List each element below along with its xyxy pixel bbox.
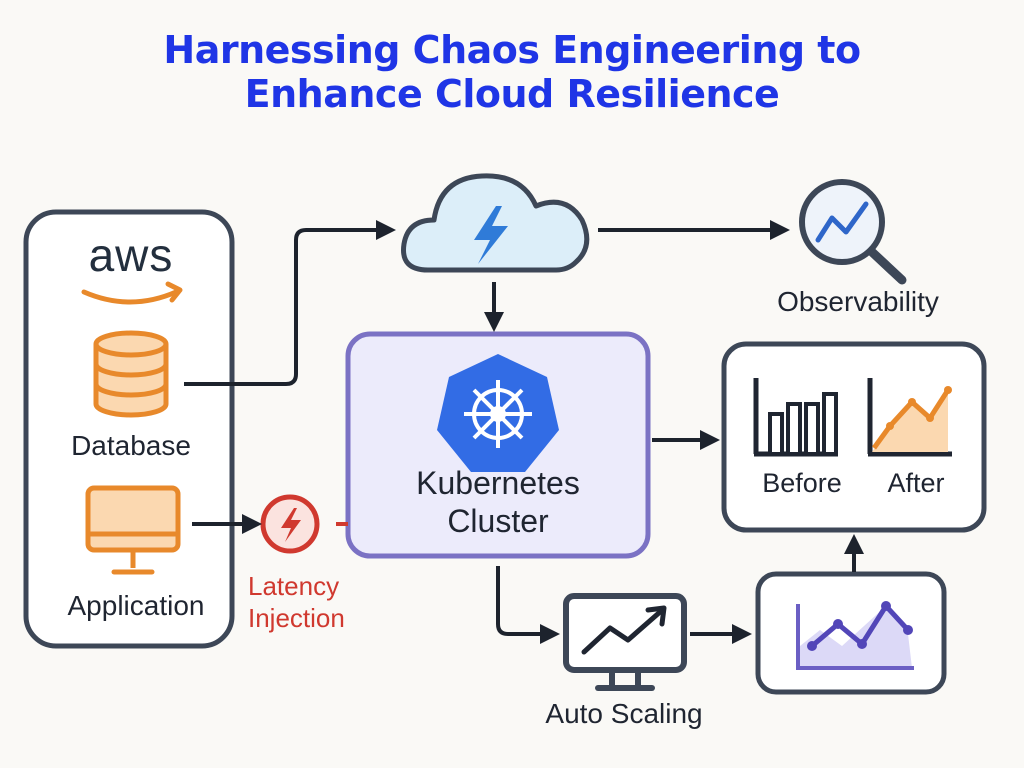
title-line-1: Harnessing Chaos Engineering to — [163, 28, 861, 72]
aws-logo — [81, 281, 183, 305]
aws-logo-text: aws — [88, 229, 174, 281]
monitor-trend-icon — [563, 593, 687, 691]
auto-scaling-label: Auto Scaling — [545, 698, 703, 729]
observability-label: Observability — [777, 286, 939, 317]
arrow-cluster-to-autoscaling — [496, 566, 560, 644]
application-label: Application — [67, 590, 205, 621]
kubernetes-icon — [437, 354, 559, 472]
kubernetes-cluster-label: Kubernetes Cluster — [348, 464, 648, 540]
after-line-chart-icon — [867, 378, 952, 457]
arrow-database-to-cloud — [184, 220, 396, 386]
comparison-box — [721, 341, 987, 533]
database-icon — [93, 330, 169, 418]
latency-injection-label: Latency Injection — [248, 570, 345, 634]
diagram-title: Harnessing Chaos Engineering to Enhance … — [0, 28, 1024, 116]
before-label: Before — [762, 468, 842, 498]
line-chart-icon — [796, 601, 914, 670]
latency-label-line-1: Latency — [248, 571, 340, 601]
database-label: Database — [71, 430, 191, 461]
magnifier-chart-icon — [799, 179, 907, 285]
kubernetes-label-line-2: Cluster — [447, 503, 549, 539]
latency-label-line-2: Injection — [248, 603, 345, 633]
lightning-icon — [260, 494, 320, 554]
before-bar-chart-icon — [753, 378, 838, 457]
cloud-lightning-icon — [401, 173, 590, 273]
monitor-icon — [85, 485, 181, 575]
after-label: After — [887, 468, 945, 498]
title-line-2: Enhance Cloud Resilience — [244, 72, 780, 116]
kubernetes-label-line-1: Kubernetes — [416, 465, 580, 501]
